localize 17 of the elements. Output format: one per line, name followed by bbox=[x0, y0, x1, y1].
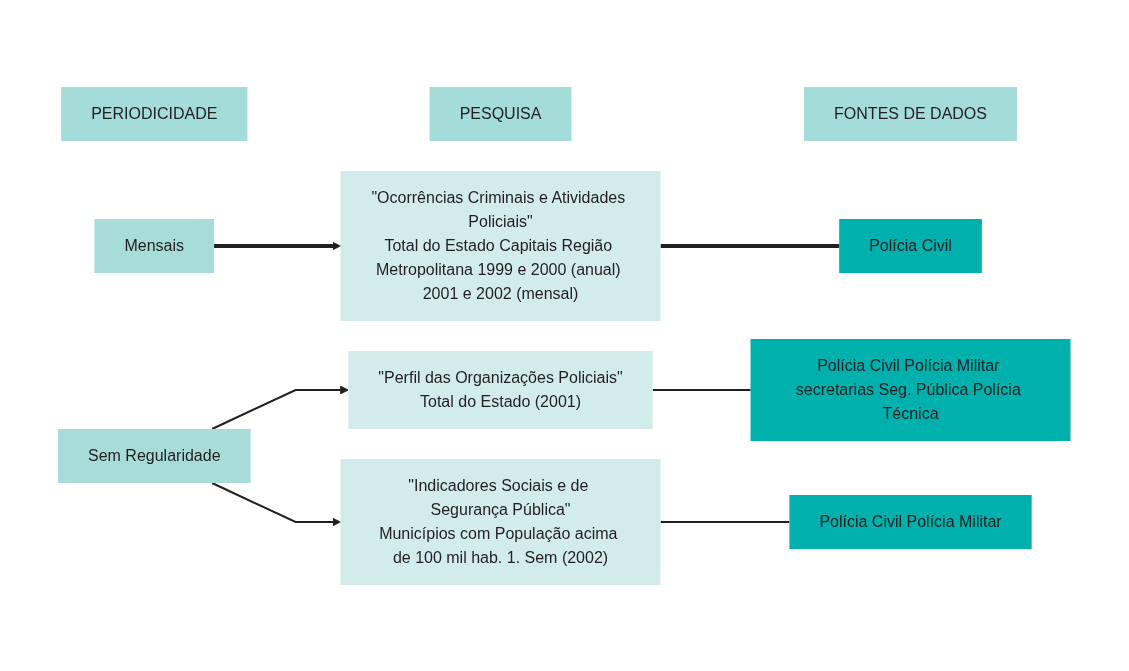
node-box: Polícia Civil bbox=[839, 218, 983, 273]
node-box: PESQUISA bbox=[429, 86, 572, 141]
arrow bbox=[211, 481, 342, 526]
node-box: PERIODICIDADE bbox=[61, 86, 248, 141]
node-box: "Indicadores Sociais e de Segurança Pública" Municípios com População acima de 100 mil hab. 1. Sem (2002) bbox=[340, 458, 661, 585]
connector bbox=[660, 243, 840, 248]
node-box: Polícia Civil Polícia Militar secretarias Seg. Pública Polícia Técnica bbox=[750, 338, 1071, 441]
connector bbox=[659, 520, 791, 523]
node-box: "Ocorrências Criminais e Atividades Policiais" Total do Estado Capitais Região Metropolitana 1999 e 2000 (anual) 2001 e 2002 (mensal) bbox=[340, 170, 661, 321]
connector bbox=[651, 388, 752, 391]
node-box: "Perfil das Organizações Policiais" Total do Estado (2001) bbox=[348, 350, 653, 429]
arrow bbox=[214, 241, 342, 250]
node-box: Polícia Civil Polícia Militar bbox=[789, 494, 1032, 549]
node-box: Sem Regularidade bbox=[58, 428, 251, 483]
arrow bbox=[211, 385, 349, 430]
node-box: FONTES DE DADOS bbox=[804, 86, 1018, 141]
node-box: Mensais bbox=[94, 218, 215, 273]
